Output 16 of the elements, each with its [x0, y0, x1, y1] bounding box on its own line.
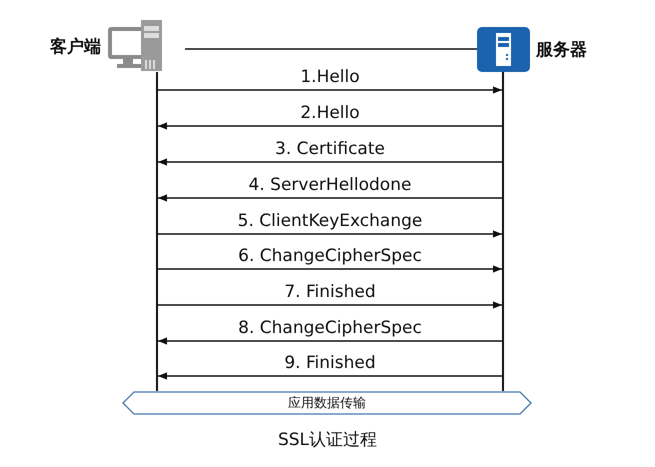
connector-line	[185, 48, 477, 50]
lifeline	[156, 72, 158, 391]
message-arrow	[158, 86, 502, 94]
caption: SSL认证过程	[276, 429, 378, 451]
message-arrow	[158, 265, 502, 273]
message-arrow	[158, 158, 502, 166]
lifeline	[502, 72, 504, 391]
message-arrow	[158, 122, 502, 130]
endpoint-label: 客户端	[50, 36, 101, 58]
message-arrow	[158, 372, 502, 380]
message-arrow	[158, 230, 502, 238]
band-label: 应用数据传输	[288, 395, 366, 412]
endpoint-label: 服务器	[536, 39, 587, 61]
message-arrow	[158, 337, 502, 345]
message-arrow	[158, 301, 502, 309]
message-arrow	[158, 194, 502, 202]
